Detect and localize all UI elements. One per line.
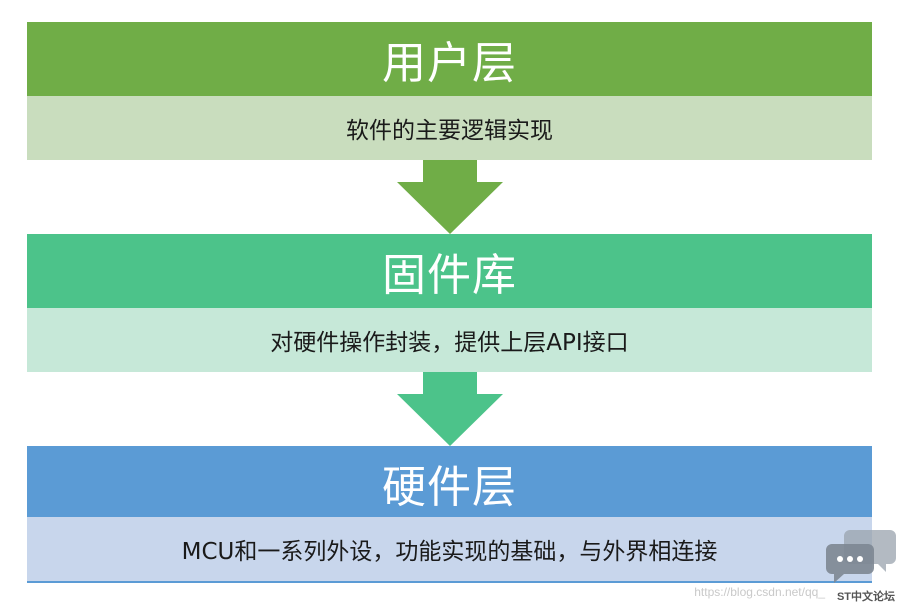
hardware-layer-description: MCU和一系列外设，功能实现的基础，与外界相连接 <box>27 517 872 583</box>
down-arrow-icon <box>397 160 503 234</box>
user-layer-title: 用户层 <box>27 22 872 96</box>
watermark-url: https://blog.csdn.net/qq_ <box>694 585 825 599</box>
firmware-layer-description: 对硬件操作封装，提供上层API接口 <box>27 308 872 372</box>
chat-bubble-logo-icon <box>826 530 896 583</box>
user-layer-description: 软件的主要逻辑实现 <box>27 96 872 160</box>
down-arrow-icon <box>397 372 503 446</box>
firmware-layer-title: 固件库 <box>27 234 872 308</box>
watermark-forum-name: ST中文论坛 <box>836 591 895 603</box>
hardware-layer-title: 硬件层 <box>27 446 872 520</box>
